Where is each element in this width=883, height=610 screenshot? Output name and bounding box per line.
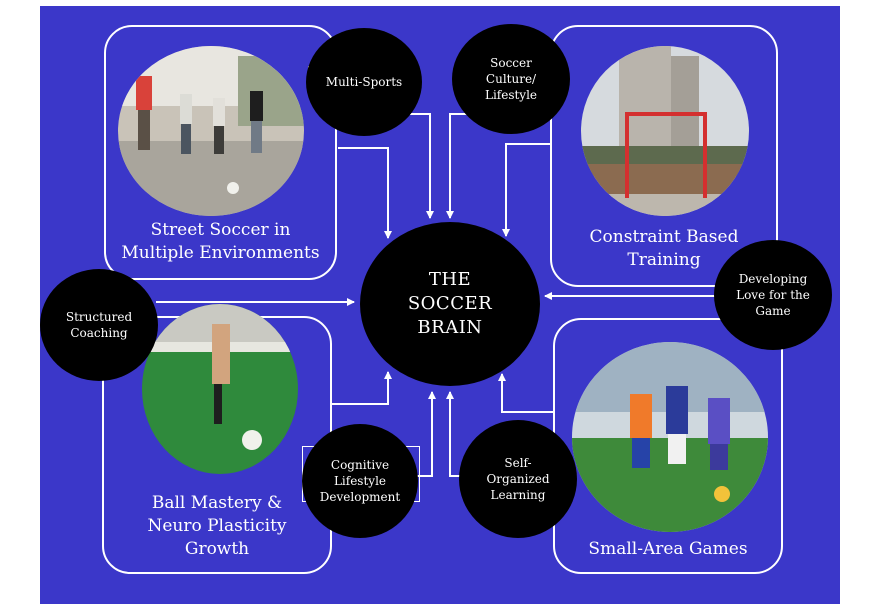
arrow-constraint bbox=[502, 143, 550, 237]
arrow-multi-sports bbox=[402, 113, 434, 219]
connector-arrows bbox=[156, 113, 716, 477]
ball-mastery-photo bbox=[142, 304, 298, 474]
developing-love-bubble: Developing Love for the Game bbox=[714, 240, 832, 350]
soccer-brain-circle: THE SOCCER BRAIN bbox=[360, 222, 540, 386]
slide: Street Soccer in Multiple Environments C… bbox=[40, 6, 840, 604]
arrow-soccer-culture bbox=[446, 113, 472, 219]
structured-coaching-bubble: Structured Coaching bbox=[40, 269, 158, 381]
cognitive-lifestyle-bubble: Cognitive Lifestyle Development bbox=[302, 424, 418, 538]
constraint-training-label: Constraint Based Training bbox=[589, 227, 739, 270]
soccer-brain-title: THE SOCCER BRAIN bbox=[407, 269, 493, 338]
soccer-culture-bubble: Soccer Culture/ Lifestyle bbox=[452, 24, 570, 134]
arrow-ball-mastery bbox=[332, 371, 392, 405]
street-soccer-label: Street Soccer in Multiple Environments bbox=[121, 220, 320, 263]
multi-sports-bubble: Multi-Sports bbox=[306, 28, 422, 136]
ball-mastery-label: Ball Mastery & Neuro Plasticity Growth bbox=[147, 493, 287, 559]
arrow-small-games bbox=[498, 373, 553, 413]
constraint-training-panel bbox=[550, 25, 778, 287]
small-area-games-label: Small-Area Games bbox=[588, 539, 748, 559]
self-organized-bubble: Self- Organized Learning bbox=[459, 420, 577, 538]
street-soccer-panel bbox=[104, 25, 337, 280]
arrow-street-soccer bbox=[338, 147, 392, 239]
